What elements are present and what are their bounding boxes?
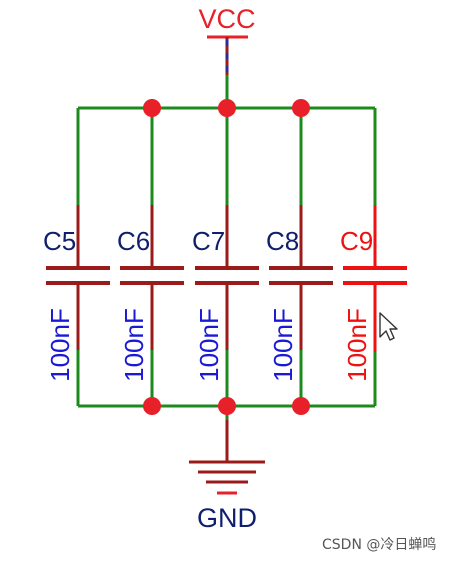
cap-value-label: 100nF <box>194 308 224 382</box>
junction-bottom-c7 <box>218 397 236 415</box>
gnd-label: GND <box>197 503 257 533</box>
capacitor-c5[interactable]: C5 100nF <box>43 108 110 406</box>
vcc-label: VCC <box>198 4 255 34</box>
capacitor-c8[interactable]: C8 100nF <box>266 108 333 406</box>
junction-bottom-c6 <box>143 397 161 415</box>
capacitor-c9[interactable]: C9 100nF <box>340 108 407 406</box>
cap-ref-label: C5 <box>43 226 76 256</box>
junction-top-c7 <box>218 99 236 117</box>
cap-value-label: 100nF <box>342 308 372 382</box>
cap-value-label: 100nF <box>45 308 75 382</box>
cap-value-label: 100nF <box>119 308 149 382</box>
gnd-symbol[interactable]: GND <box>189 420 265 533</box>
mouse-cursor-icon <box>379 312 398 341</box>
capacitor-c7[interactable]: C7 100nF <box>192 108 259 406</box>
junction-group <box>143 99 310 415</box>
junction-top-c6 <box>143 99 161 117</box>
capacitor-c6[interactable]: C6 100nF <box>117 108 184 406</box>
junction-top-c8 <box>292 99 310 117</box>
cap-ref-label: C7 <box>192 226 225 256</box>
cap-ref-label: C6 <box>117 226 150 256</box>
cap-ref-label: C9 <box>340 226 373 256</box>
capacitor-group: C5 100nF C6 100nF C7 100nF C8 100nF C9 100nF <box>43 108 407 406</box>
vcc-symbol[interactable]: VCC <box>198 4 256 75</box>
cap-ref-label: C8 <box>266 226 299 256</box>
cap-value-label: 100nF <box>268 308 298 382</box>
watermark-text: CSDN @冷日蝉鸣 <box>322 537 437 553</box>
junction-bottom-c8 <box>292 397 310 415</box>
